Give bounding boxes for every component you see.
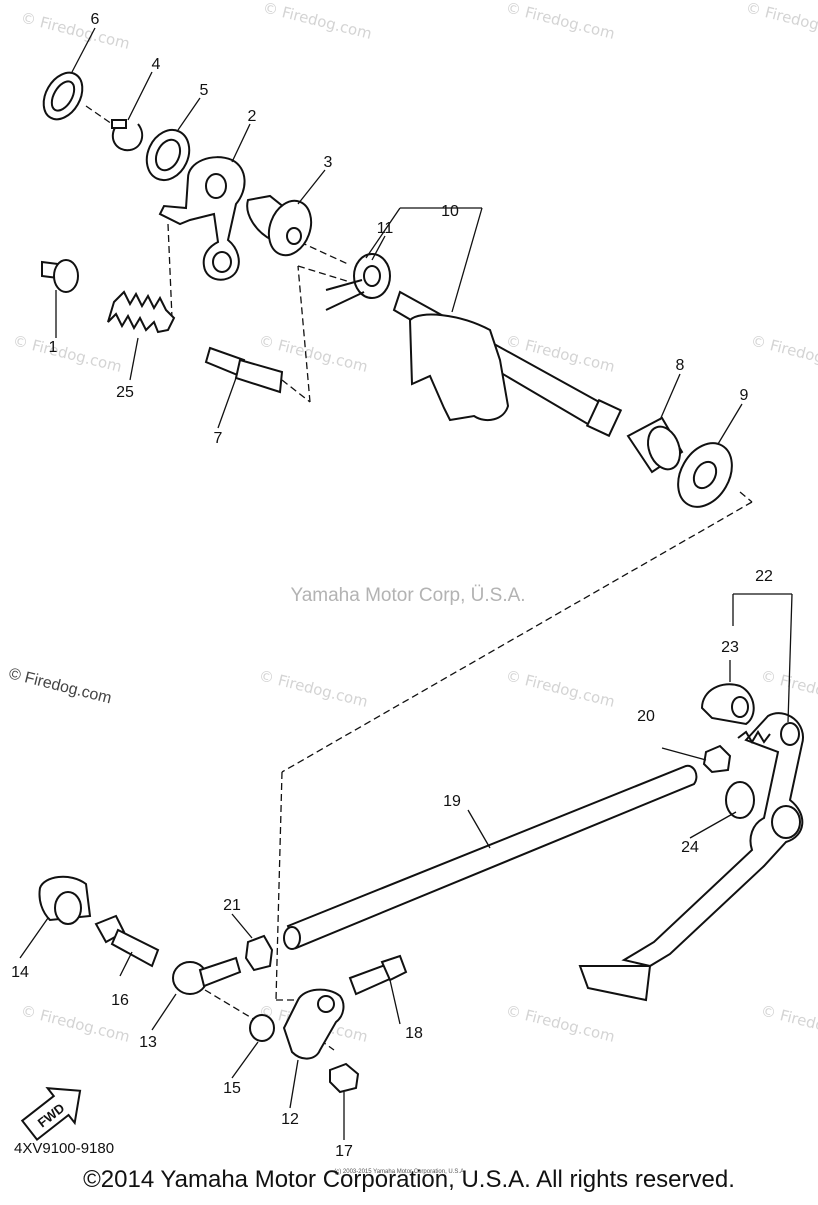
svg-text:© Firedog.com: © Firedog.com [19, 8, 132, 52]
connection-lines [85, 105, 753, 1051]
stud-part-7 [204, 346, 284, 394]
spring-part-11 [325, 253, 391, 311]
group-brackets [365, 207, 793, 723]
callout-17: 17 [335, 1143, 353, 1160]
circlip-part-4 [111, 119, 144, 152]
nut-part-21 [244, 934, 274, 972]
callout-6: 6 [91, 11, 100, 28]
callout-23: 23 [721, 639, 739, 656]
callout-13: 13 [139, 1034, 157, 1051]
callout-12: 12 [281, 1111, 299, 1128]
callout-19: 19 [443, 793, 461, 810]
callout-2: 2 [248, 108, 257, 125]
watermark-text: © Firedog.com [504, 0, 617, 43]
fwd-arrow-icon: FWD [20, 1087, 82, 1142]
arm-part-2 [158, 156, 246, 281]
arm-part-12 [282, 988, 345, 1060]
watermark-text: © Firedog.com [749, 331, 818, 375]
watermark-text: © Firedog.com [744, 0, 818, 43]
copyright-footer: ©2014 Yamaha Motor Corporation, U.S.A. A… [83, 1166, 735, 1193]
svg-text:© Firedog.com: © Firedog.com [759, 1001, 818, 1045]
joint-part-23 [700, 683, 755, 726]
firedog-mark: © Firedog.com [7, 665, 113, 707]
callout-22: 22 [755, 568, 773, 585]
shaft-part-10 [392, 290, 623, 438]
watermark-text: © Firedog.com [504, 666, 617, 710]
small-copyright: (c) 2003-2015 Yamaha Motor Corporation, … [334, 1169, 466, 1175]
callout-9: 9 [740, 387, 749, 404]
watermark-text: © Firedog.com [759, 1001, 818, 1045]
svg-text:© Firedog.com: © Firedog.com [749, 331, 818, 375]
shift-pedal-part-22 [578, 712, 804, 1002]
diagram-code: 4XV9100-9180 [14, 1140, 114, 1157]
svg-text:© Firedog.com: © Firedog.com [744, 0, 818, 43]
shift-rod-part-19 [283, 764, 698, 950]
callout-21: 21 [223, 897, 241, 914]
parts-drawing [38, 71, 804, 1094]
callout-labels: 6 4 5 2 3 10 11 1 25 7 8 9 22 23 20 24 1… [11, 11, 773, 1160]
watermark-text: © Firedog.com [261, 0, 374, 43]
callout-5: 5 [200, 82, 209, 99]
callout-11: 11 [377, 220, 394, 237]
bolt-part-18 [348, 954, 408, 996]
bolt-part-16 [94, 914, 160, 968]
collar-part-15 [249, 1014, 275, 1042]
callout-18: 18 [405, 1025, 423, 1042]
callout-24: 24 [681, 839, 699, 856]
leader-lines [19, 27, 743, 1140]
svg-text:© Firedog.com: © Firedog.com [11, 331, 124, 375]
callout-14: 14 [11, 964, 29, 981]
pin-part-1 [41, 259, 79, 293]
svg-text:© Firedog.com: © Firedog.com [504, 666, 617, 710]
nut-part-20 [702, 744, 732, 774]
spring-part-25 [107, 290, 176, 334]
watermark-text: © Firedog.com [257, 666, 370, 710]
svg-text:© Firedog.com: © Firedog.com [504, 0, 617, 43]
watermark-text: © Firedog.com [504, 1001, 617, 1045]
joint-part-13 [172, 956, 242, 995]
washer-part-6 [42, 71, 84, 121]
svg-text:© Firedog.com: © Firedog.com [261, 0, 374, 43]
callout-10: 10 [441, 203, 459, 220]
callout-3: 3 [324, 154, 333, 171]
washer-part-5 [145, 128, 191, 182]
collar-part-3 [246, 194, 313, 257]
callout-16: 16 [111, 992, 129, 1009]
svg-text:© Firedog.com: © Firedog.com [257, 666, 370, 710]
callout-20: 20 [637, 708, 655, 725]
callout-1: 1 [49, 339, 58, 356]
callout-25: 25 [116, 384, 134, 401]
callout-15: 15 [223, 1080, 241, 1097]
svg-text:© Firedog.com: © Firedog.com [504, 1001, 617, 1045]
svg-text:© Firedog.com: © Firedog.com [7, 665, 113, 707]
callout-7: 7 [214, 430, 223, 447]
callout-4: 4 [152, 56, 161, 73]
watermark-text: © Firedog.com [11, 331, 124, 375]
center-watermark: Yamaha Motor Corp, Ü.S.A. [290, 585, 525, 606]
nut-part-17 [329, 1062, 360, 1094]
watermark-text: © Firedog.com [19, 8, 132, 52]
callout-8: 8 [676, 357, 685, 374]
bush-part-14 [38, 875, 92, 925]
washer-part-24 [725, 781, 755, 819]
bush-part-8 [626, 416, 684, 474]
bearing-part-9 [677, 442, 733, 508]
